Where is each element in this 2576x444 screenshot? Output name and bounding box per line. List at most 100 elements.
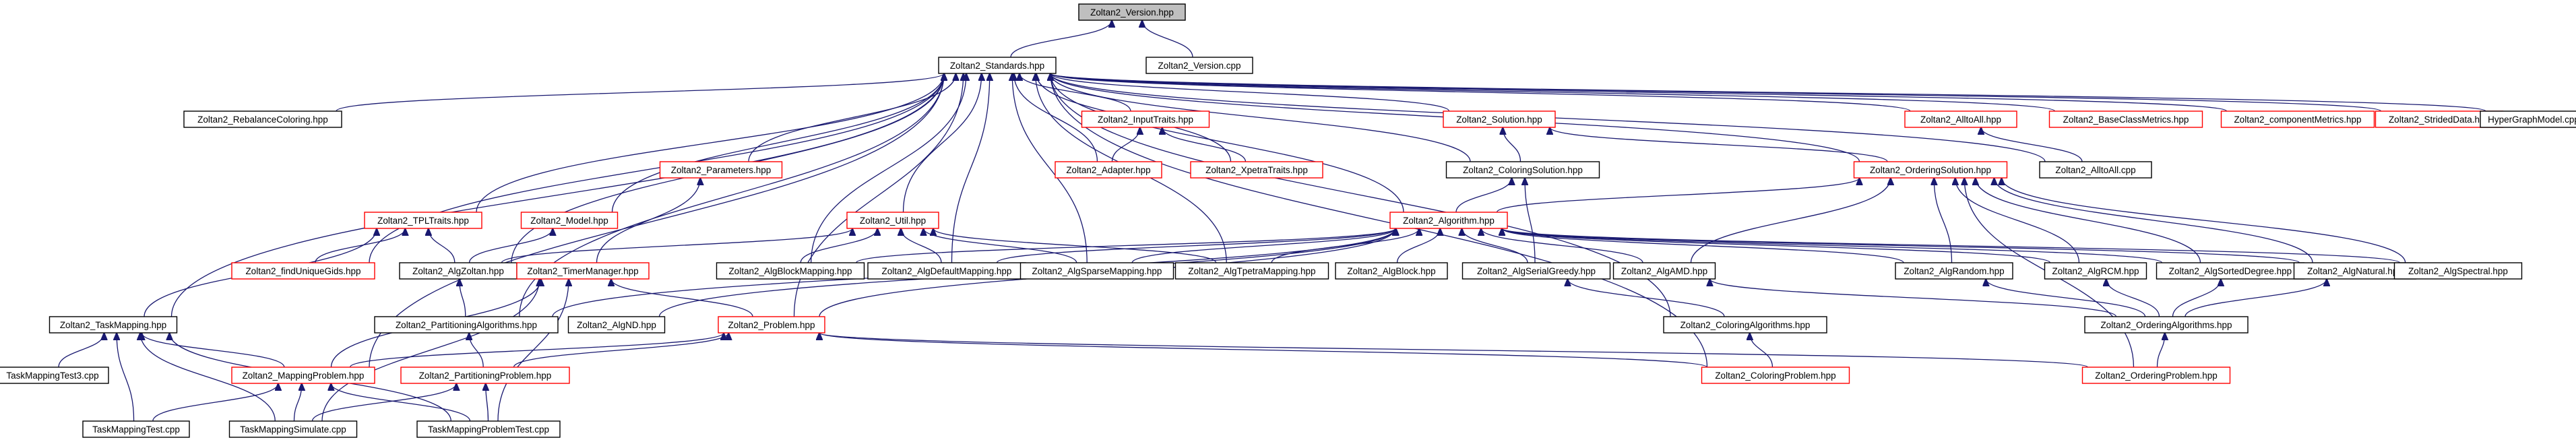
node-solution[interactable]: Zoltan2_Solution.hpp bbox=[1443, 110, 1556, 128]
node-label: Zoltan2_Version.hpp bbox=[1090, 7, 1174, 18]
node-algzoltan[interactable]: Zoltan2_AlgZoltan.hpp bbox=[399, 262, 517, 280]
edge-partitioningproblem-to-problem bbox=[513, 333, 729, 368]
edge-partitioningproblem-to-partitioningalgorithms bbox=[469, 333, 484, 368]
node-xpetra[interactable]: Zoltan2_XpetraTraits.hpp bbox=[1190, 161, 1323, 179]
node-orderingproblem[interactable]: Zoltan2_OrderingProblem.hpp bbox=[2081, 367, 2231, 384]
edge-taskmappingtest-to-mappingproblem bbox=[152, 383, 278, 422]
node-algnd[interactable]: Zoltan2_AlgND.hpp bbox=[567, 316, 666, 334]
edge-mappingproblem-to-standards bbox=[369, 73, 944, 368]
node-taskmappingtest3[interactable]: TaskMappingTest3.cpp bbox=[0, 367, 109, 384]
node-coloringproblem[interactable]: Zoltan2_ColoringProblem.hpp bbox=[1701, 367, 1850, 384]
edge-algdefaultmapping-to-algorithm bbox=[996, 228, 1396, 263]
node-standards[interactable]: Zoltan2_Standards.hpp bbox=[938, 57, 1057, 74]
node-label: Zoltan2_Parameters.hpp bbox=[671, 165, 772, 175]
edge-algserialgreedy-to-coloringsolution bbox=[1525, 178, 1536, 263]
node-label: Zoltan2_AlltoAll.cpp bbox=[2055, 165, 2135, 175]
node-label: Zoltan2_RebalanceColoring.hpp bbox=[197, 115, 328, 125]
node-label: Zoltan2_AlgND.hpp bbox=[577, 320, 656, 330]
edge-model-to-standards bbox=[611, 73, 945, 213]
edge-algserialgreedy-to-algorithm bbox=[1462, 228, 1528, 263]
edge-coloringalgorithms-to-standards bbox=[1050, 73, 1671, 317]
node-orderingalgorithms[interactable]: Zoltan2_OrderingAlgorithms.hpp bbox=[2084, 316, 2249, 334]
node-algsorteddegree[interactable]: Zoltan2_AlgSortedDegree.hpp bbox=[2156, 262, 2305, 280]
node-taskmappingtest[interactable]: TaskMappingTest.cpp bbox=[82, 420, 190, 438]
node-alltoall-cpp[interactable]: Zoltan2_AlltoAll.cpp bbox=[2039, 161, 2152, 179]
edge-alltoall-to-standards bbox=[1050, 73, 1911, 112]
node-label: Zoltan2_Algorithm.hpp bbox=[1403, 216, 1495, 226]
node-label: TaskMappingSimulate.cpp bbox=[240, 424, 346, 435]
edge-taskmapping-to-standards bbox=[170, 73, 945, 317]
node-label: Zoltan2_StridedData.hpp bbox=[2389, 115, 2490, 125]
node-box bbox=[2039, 161, 2152, 179]
node-label: Zoltan2_OrderingProblem.hpp bbox=[2095, 371, 2218, 381]
edge-adapter-to-inputtraits bbox=[1111, 127, 1140, 162]
node-algorithm[interactable]: Zoltan2_Algorithm.hpp bbox=[1389, 212, 1508, 229]
node-taskmapping[interactable]: Zoltan2_TaskMapping.hpp bbox=[49, 316, 178, 334]
node-timermanager[interactable]: Zoltan2_TimerManager.hpp bbox=[516, 262, 650, 280]
node-box bbox=[1145, 57, 1253, 74]
node-algdefaultmapping[interactable]: Zoltan2_AlgDefaultMapping.hpp bbox=[867, 262, 1026, 280]
node-baseclass[interactable]: Zoltan2_BaseClassMetrics.hpp bbox=[2048, 110, 2203, 128]
edge-algsorteddegree-to-algorithm bbox=[1502, 228, 2163, 263]
edge-baseclass-to-standards bbox=[1050, 73, 2056, 112]
node-label: Zoltan2_AlgZoltan.hpp bbox=[412, 266, 504, 276]
node-inputtraits[interactable]: Zoltan2_InputTraits.hpp bbox=[1081, 110, 1210, 128]
edge-algzoltan-to-model bbox=[468, 228, 553, 263]
node-problem[interactable]: Zoltan2_Problem.hpp bbox=[718, 316, 825, 334]
edge-algnatural-to-algorithm bbox=[1502, 228, 2300, 263]
node-label: Zoltan2_AlgBlock.hpp bbox=[1347, 266, 1435, 276]
node-algblockmapping[interactable]: Zoltan2_AlgBlockMapping.hpp bbox=[716, 262, 865, 280]
node-algrcm[interactable]: Zoltan2_AlgRCM.hpp bbox=[2044, 262, 2147, 280]
node-orderingsolution[interactable]: Zoltan2_OrderingSolution.hpp bbox=[1853, 161, 2008, 179]
node-util[interactable]: Zoltan2_Util.hpp bbox=[846, 212, 939, 229]
edge-taskmappingtest-to-taskmapping bbox=[117, 333, 135, 422]
node-version-hpp[interactable]: Zoltan2_Version.hpp bbox=[1078, 3, 1186, 21]
edge-coloringproblem-to-problem bbox=[819, 333, 1708, 368]
node-label: Zoltan2_TimerManager.hpp bbox=[527, 266, 638, 276]
node-coloringalgorithms[interactable]: Zoltan2_ColoringAlgorithms.hpp bbox=[1663, 316, 1827, 334]
node-coloringsolution[interactable]: Zoltan2_ColoringSolution.hpp bbox=[1445, 161, 1600, 179]
node-algspectral[interactable]: Zoltan2_AlgSpectral.hpp bbox=[2393, 262, 2523, 280]
node-parameters[interactable]: Zoltan2_Parameters.hpp bbox=[659, 161, 783, 179]
node-taskmappingproblemtest[interactable]: TaskMappingProblemTest.cpp bbox=[416, 420, 561, 438]
node-algserialgreedy[interactable]: Zoltan2_AlgSerialGreedy.hpp bbox=[1462, 262, 1611, 280]
node-alltoall[interactable]: Zoltan2_AlltoAll.hpp bbox=[1904, 110, 2017, 128]
node-box bbox=[1895, 262, 2013, 280]
node-box bbox=[1853, 161, 2008, 179]
node-algtpetramapping[interactable]: Zoltan2_AlgTpetraMapping.hpp bbox=[1174, 262, 1329, 280]
node-algblock[interactable]: Zoltan2_AlgBlock.hpp bbox=[1335, 262, 1448, 280]
edge-taskmappingproblemtest-to-mappingproblem bbox=[331, 383, 471, 422]
node-algsparsemapping[interactable]: Zoltan2_AlgSparseMapping.hpp bbox=[1019, 262, 1174, 280]
node-mappingproblem[interactable]: Zoltan2_MappingProblem.hpp bbox=[231, 367, 375, 384]
edge-algblockmapping-to-algorithm bbox=[856, 228, 1395, 263]
edge-orderingalgorithms-to-algamd bbox=[1710, 279, 2117, 317]
edge-taskmappingsimulate-to-partitioningproblem bbox=[311, 383, 457, 422]
node-partitioningproblem[interactable]: Zoltan2_PartitioningProblem.hpp bbox=[400, 367, 570, 384]
node-box bbox=[716, 262, 865, 280]
node-label: Zoltan2_TPLTraits.hpp bbox=[377, 216, 469, 226]
edge-solution-to-standards bbox=[1050, 73, 1450, 112]
node-tpltraits[interactable]: Zoltan2_TPLTraits.hpp bbox=[364, 212, 482, 229]
node-model[interactable]: Zoltan2_Model.hpp bbox=[520, 212, 619, 229]
node-label: Zoltan2_BaseClassMetrics.hpp bbox=[2063, 115, 2189, 125]
edge-algorithm-to-standards bbox=[1050, 73, 1404, 213]
edge-algblock-to-algorithm bbox=[1396, 228, 1441, 263]
node-box bbox=[1462, 262, 1611, 280]
edge-algrandom-to-orderingsolution bbox=[1934, 178, 1953, 263]
node-partitioningalgorithms[interactable]: Zoltan2_PartitioningAlgorithms.hpp bbox=[374, 316, 559, 334]
node-box bbox=[1055, 161, 1162, 179]
edge-orderingalgorithms-to-algnatural bbox=[2185, 279, 2327, 317]
edge-hypergraph-to-standards bbox=[1050, 73, 2486, 112]
edge-orderingalgorithms-to-algrcm bbox=[2106, 279, 2160, 317]
node-algrandom[interactable]: Zoltan2_AlgRandom.hpp bbox=[1895, 262, 2013, 280]
node-algamd[interactable]: Zoltan2_AlgAMD.hpp bbox=[1612, 262, 1716, 280]
node-version-cpp[interactable]: Zoltan2_Version.cpp bbox=[1145, 57, 1253, 74]
node-box bbox=[846, 212, 939, 229]
node-label: Zoltan2_Standards.hpp bbox=[950, 61, 1044, 71]
node-hypergraph[interactable]: HyperGraphModel.cpp bbox=[2480, 110, 2576, 128]
node-taskmappingsimulate[interactable]: TaskMappingSimulate.cpp bbox=[228, 420, 358, 438]
node-adapter[interactable]: Zoltan2_Adapter.hpp bbox=[1055, 161, 1162, 179]
node-componentmetrics[interactable]: Zoltan2_componentMetrics.hpp bbox=[2220, 110, 2375, 128]
node-rebalance[interactable]: Zoltan2_RebalanceColoring.hpp bbox=[183, 110, 342, 128]
node-finduniquegids[interactable]: Zoltan2_findUniqueGids.hpp bbox=[231, 262, 375, 280]
